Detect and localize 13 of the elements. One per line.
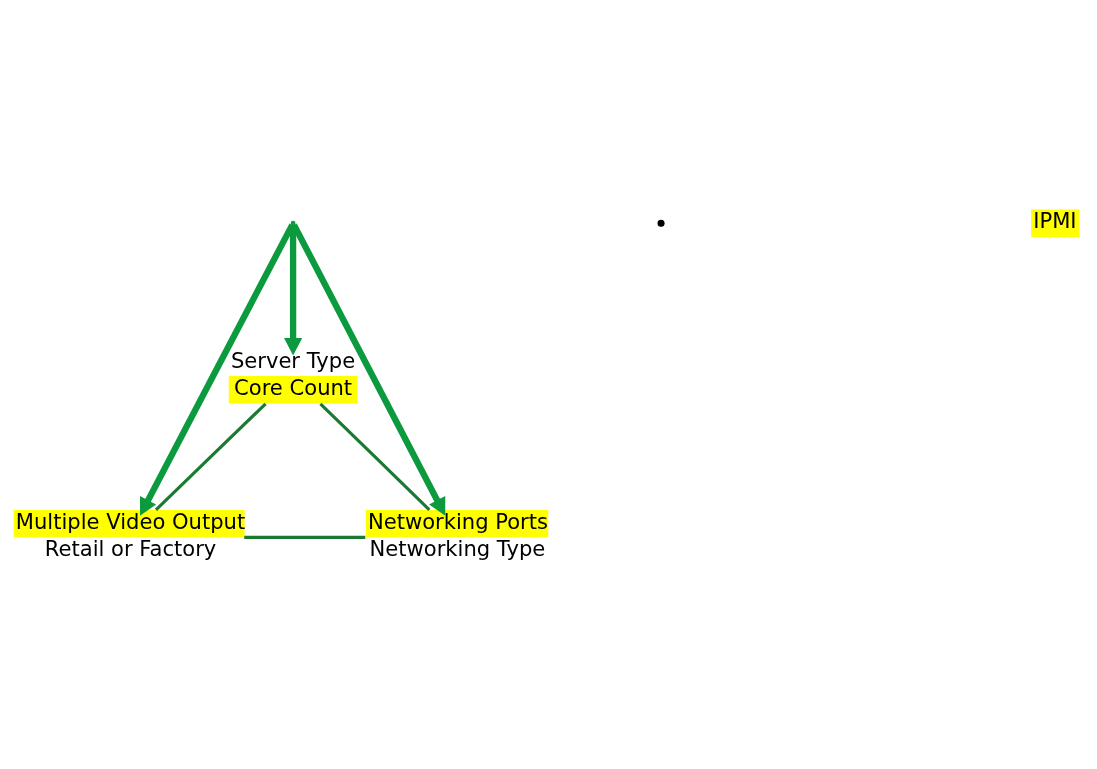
node-label: Networking Type — [369, 536, 546, 562]
node-point — [290, 220, 296, 226]
node-label: Server Type — [230, 347, 356, 373]
label: IPMI — [1033, 208, 1077, 234]
connector — [319, 402, 431, 511]
node-label: Retail or Factory — [44, 536, 217, 562]
connector — [154, 402, 267, 511]
arrow — [291, 223, 446, 516]
connector — [244, 535, 366, 539]
arrow — [140, 223, 295, 516]
node-box: Core Count — [228, 376, 358, 404]
node-box: Multiple Video Output — [13, 509, 245, 538]
node-box: Networking Ports — [365, 509, 549, 538]
